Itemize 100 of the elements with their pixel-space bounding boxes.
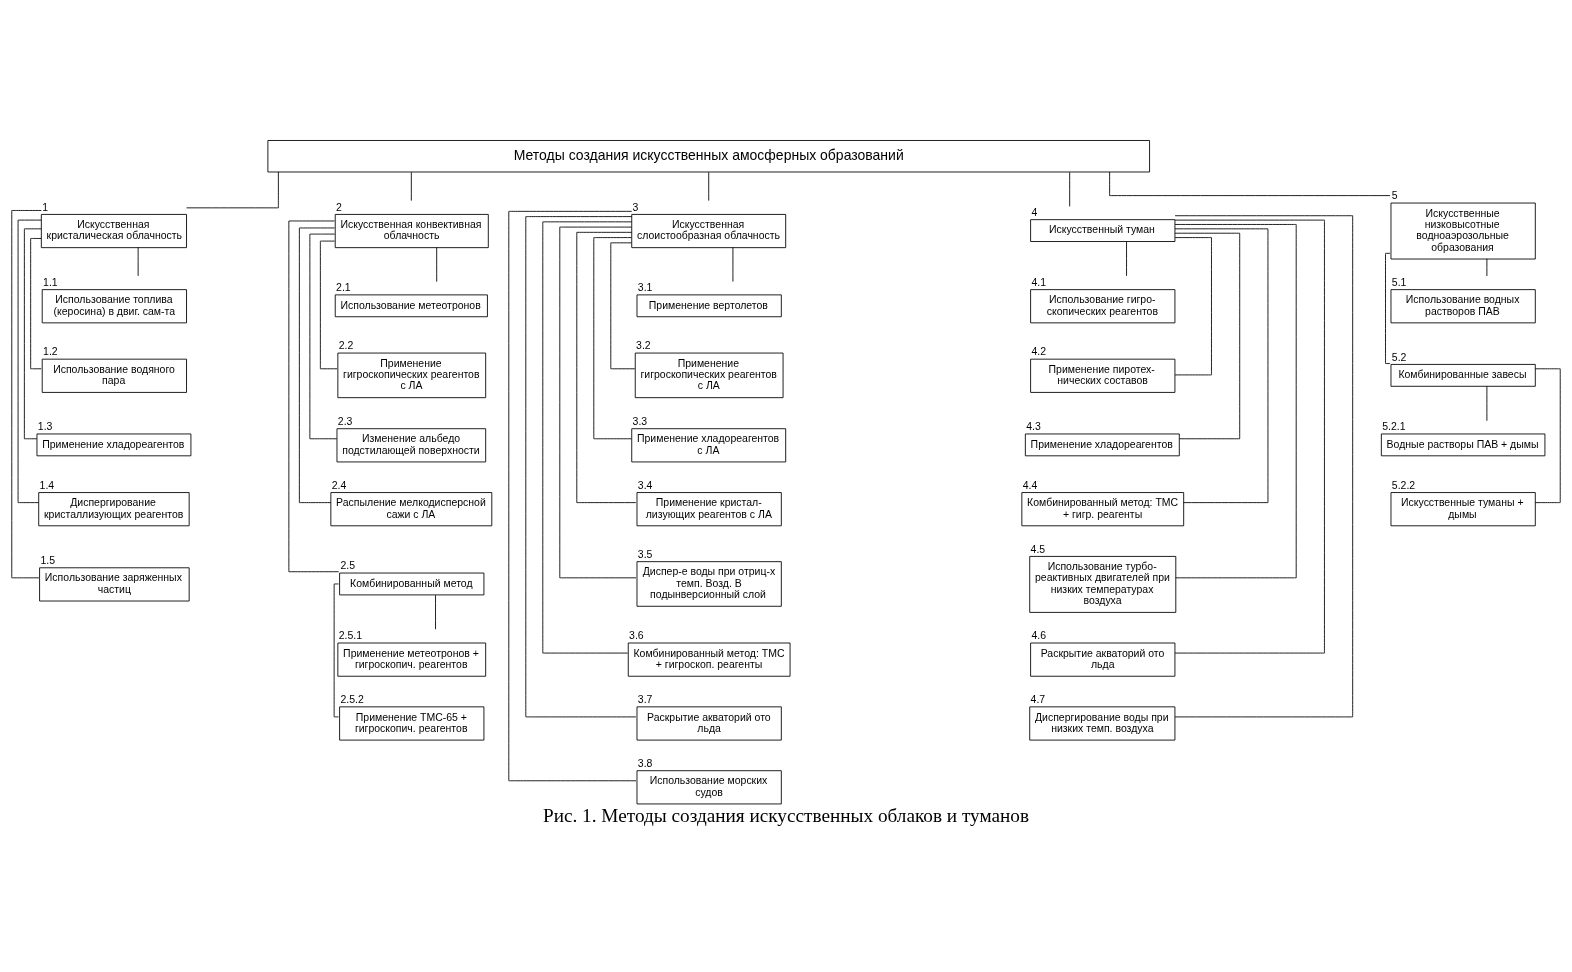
node-label: 1.4 <box>39 479 55 491</box>
node-box: Искусственная конвективная облачность <box>334 213 489 249</box>
node-label: 3.7 <box>637 694 653 706</box>
node-box: Применение гигроскопических реагентов с ЛА <box>634 352 784 399</box>
connector <box>1486 385 1488 422</box>
node-box: Применение пиротех- нических составов <box>1030 358 1176 393</box>
connector <box>1174 215 1354 718</box>
connector <box>1174 228 1269 504</box>
node-label: 4.1 <box>1031 276 1047 288</box>
node-box: Использование метеотронов <box>334 294 488 318</box>
connector <box>1486 258 1488 277</box>
connector <box>1069 171 1071 207</box>
connector <box>435 594 436 630</box>
connector <box>298 227 335 504</box>
node-label: 4.2 <box>1031 346 1047 358</box>
node-label: 4.3 <box>1026 421 1041 433</box>
node-box: Искусственная кристалическая облачность <box>40 213 187 249</box>
connector <box>11 210 42 579</box>
node-box: Методы создания искусственных амосферных образований <box>267 140 1150 173</box>
node-label: 3.8 <box>637 757 653 769</box>
connector <box>333 583 339 718</box>
node-box: Применение ТМС-65 + гигроскопич. реагентов <box>339 706 485 741</box>
node-box: Искусственные низковысотные водноаэрозольные образования <box>1390 202 1536 260</box>
node-label: 3.3 <box>632 415 648 427</box>
node-label: 2.5 <box>340 560 356 572</box>
node-box: Раскрытие акваторий ото льда <box>1030 642 1176 677</box>
connector <box>309 233 338 440</box>
node-label: 2 <box>336 201 342 213</box>
node-label: 5.2.2 <box>1391 479 1416 491</box>
connector <box>1174 237 1212 376</box>
connector <box>593 237 632 440</box>
node-label: 5.2 <box>1391 351 1407 363</box>
node-label: 3.2 <box>636 340 651 352</box>
node-box: Применение метеотронов + гигроскопич. реагентов <box>337 642 487 677</box>
node-label: 2.2 <box>338 340 354 352</box>
node-box: Использование турбо- реактивных двигателей при низких температурах воздуха <box>1029 555 1177 613</box>
node-box: Применение хладореагентов с ЛА <box>631 428 787 463</box>
connector <box>1174 224 1297 579</box>
node-box: Использование морских судов <box>636 770 782 805</box>
node-box: Изменение альбедо подстилающей поверхности <box>336 428 487 463</box>
connector <box>30 238 42 370</box>
node-box: Диспергирование воды при низких темп. воздуха <box>1029 706 1176 741</box>
node-label: 4 <box>1031 206 1038 218</box>
node-label: 2.5.2 <box>340 694 364 706</box>
connector <box>1109 171 1391 197</box>
connector <box>508 210 637 782</box>
connector <box>1534 368 1561 504</box>
connector <box>525 216 637 718</box>
connector <box>1385 252 1391 364</box>
connector <box>186 171 279 209</box>
connector <box>610 242 636 370</box>
connector <box>1126 241 1127 277</box>
node-label: 5.1 <box>1391 276 1407 288</box>
node-box: Применение кристал- лизующих реагентов с ЛА <box>636 492 782 527</box>
node-label: 2.1 <box>336 282 351 294</box>
caption: Рис. 1. Методы создания искусственных облаков и туманов <box>542 805 1030 827</box>
node-box: Применение вертолетов <box>636 294 782 318</box>
node-label: 3 <box>632 201 639 213</box>
node-label: 1 <box>42 201 49 213</box>
node-label: 1.3 <box>37 421 53 433</box>
connector <box>23 228 42 440</box>
node-box: Использование водяного пара <box>41 358 187 393</box>
node-label: 4.6 <box>1031 630 1047 642</box>
node-label: 4.4 <box>1022 479 1038 491</box>
connector <box>17 219 42 504</box>
node-label: 4.5 <box>1030 543 1046 555</box>
node-box: Применение хладореагентов <box>36 433 192 457</box>
connector <box>1174 232 1241 440</box>
node-label: 3.1 <box>637 282 653 294</box>
node-box: Использование водных растворов ПАВ <box>1390 289 1536 324</box>
node-box: Комбинированные завесы <box>1390 364 1536 387</box>
connector <box>319 240 338 370</box>
connector <box>576 231 637 504</box>
connector <box>137 247 139 277</box>
node-label: 2.3 <box>337 415 353 427</box>
connector <box>410 171 412 202</box>
node-box: Комбинированный метод <box>339 572 485 596</box>
connector <box>288 220 340 573</box>
connector <box>559 226 637 579</box>
connector <box>1174 219 1325 654</box>
node-label: 2.5.1 <box>338 630 363 642</box>
node-box: Комбинированный метод: ТМС + гигр. реагенты <box>1021 492 1185 527</box>
node-box: Использование заряженных частиц <box>39 567 190 602</box>
node-box: Применение хладореагентов <box>1024 433 1180 457</box>
node-box: Диспер-е воды при отриц-х темп. Возд. В подынверсионный слой <box>636 561 782 607</box>
connector <box>708 171 710 202</box>
node-box: Использование топлива (керосина) в двиг. сам-та <box>41 289 187 324</box>
node-box: Распыление мелкодисперсной сажи с ЛА <box>330 492 493 527</box>
connector <box>542 221 633 654</box>
connector <box>436 247 438 283</box>
node-box: Искусственный туман <box>1030 219 1176 242</box>
node-box: Диспергирование кристаллизующих реагентов <box>38 492 190 527</box>
node-label: 1.1 <box>43 276 58 288</box>
node-box: Применение гигроскопических реагентов с ЛА <box>337 352 487 399</box>
node-box: Раскрытие акваторий ото льда <box>636 706 782 741</box>
node-label: 4.7 <box>1030 694 1046 706</box>
node-label: 2.4 <box>331 479 347 491</box>
node-box: Искусственная слоистообразная облачность <box>631 213 787 249</box>
connector <box>732 247 734 283</box>
node-box: Комбинированный метод: ТМС + гигроскоп. реагенты <box>627 642 791 677</box>
